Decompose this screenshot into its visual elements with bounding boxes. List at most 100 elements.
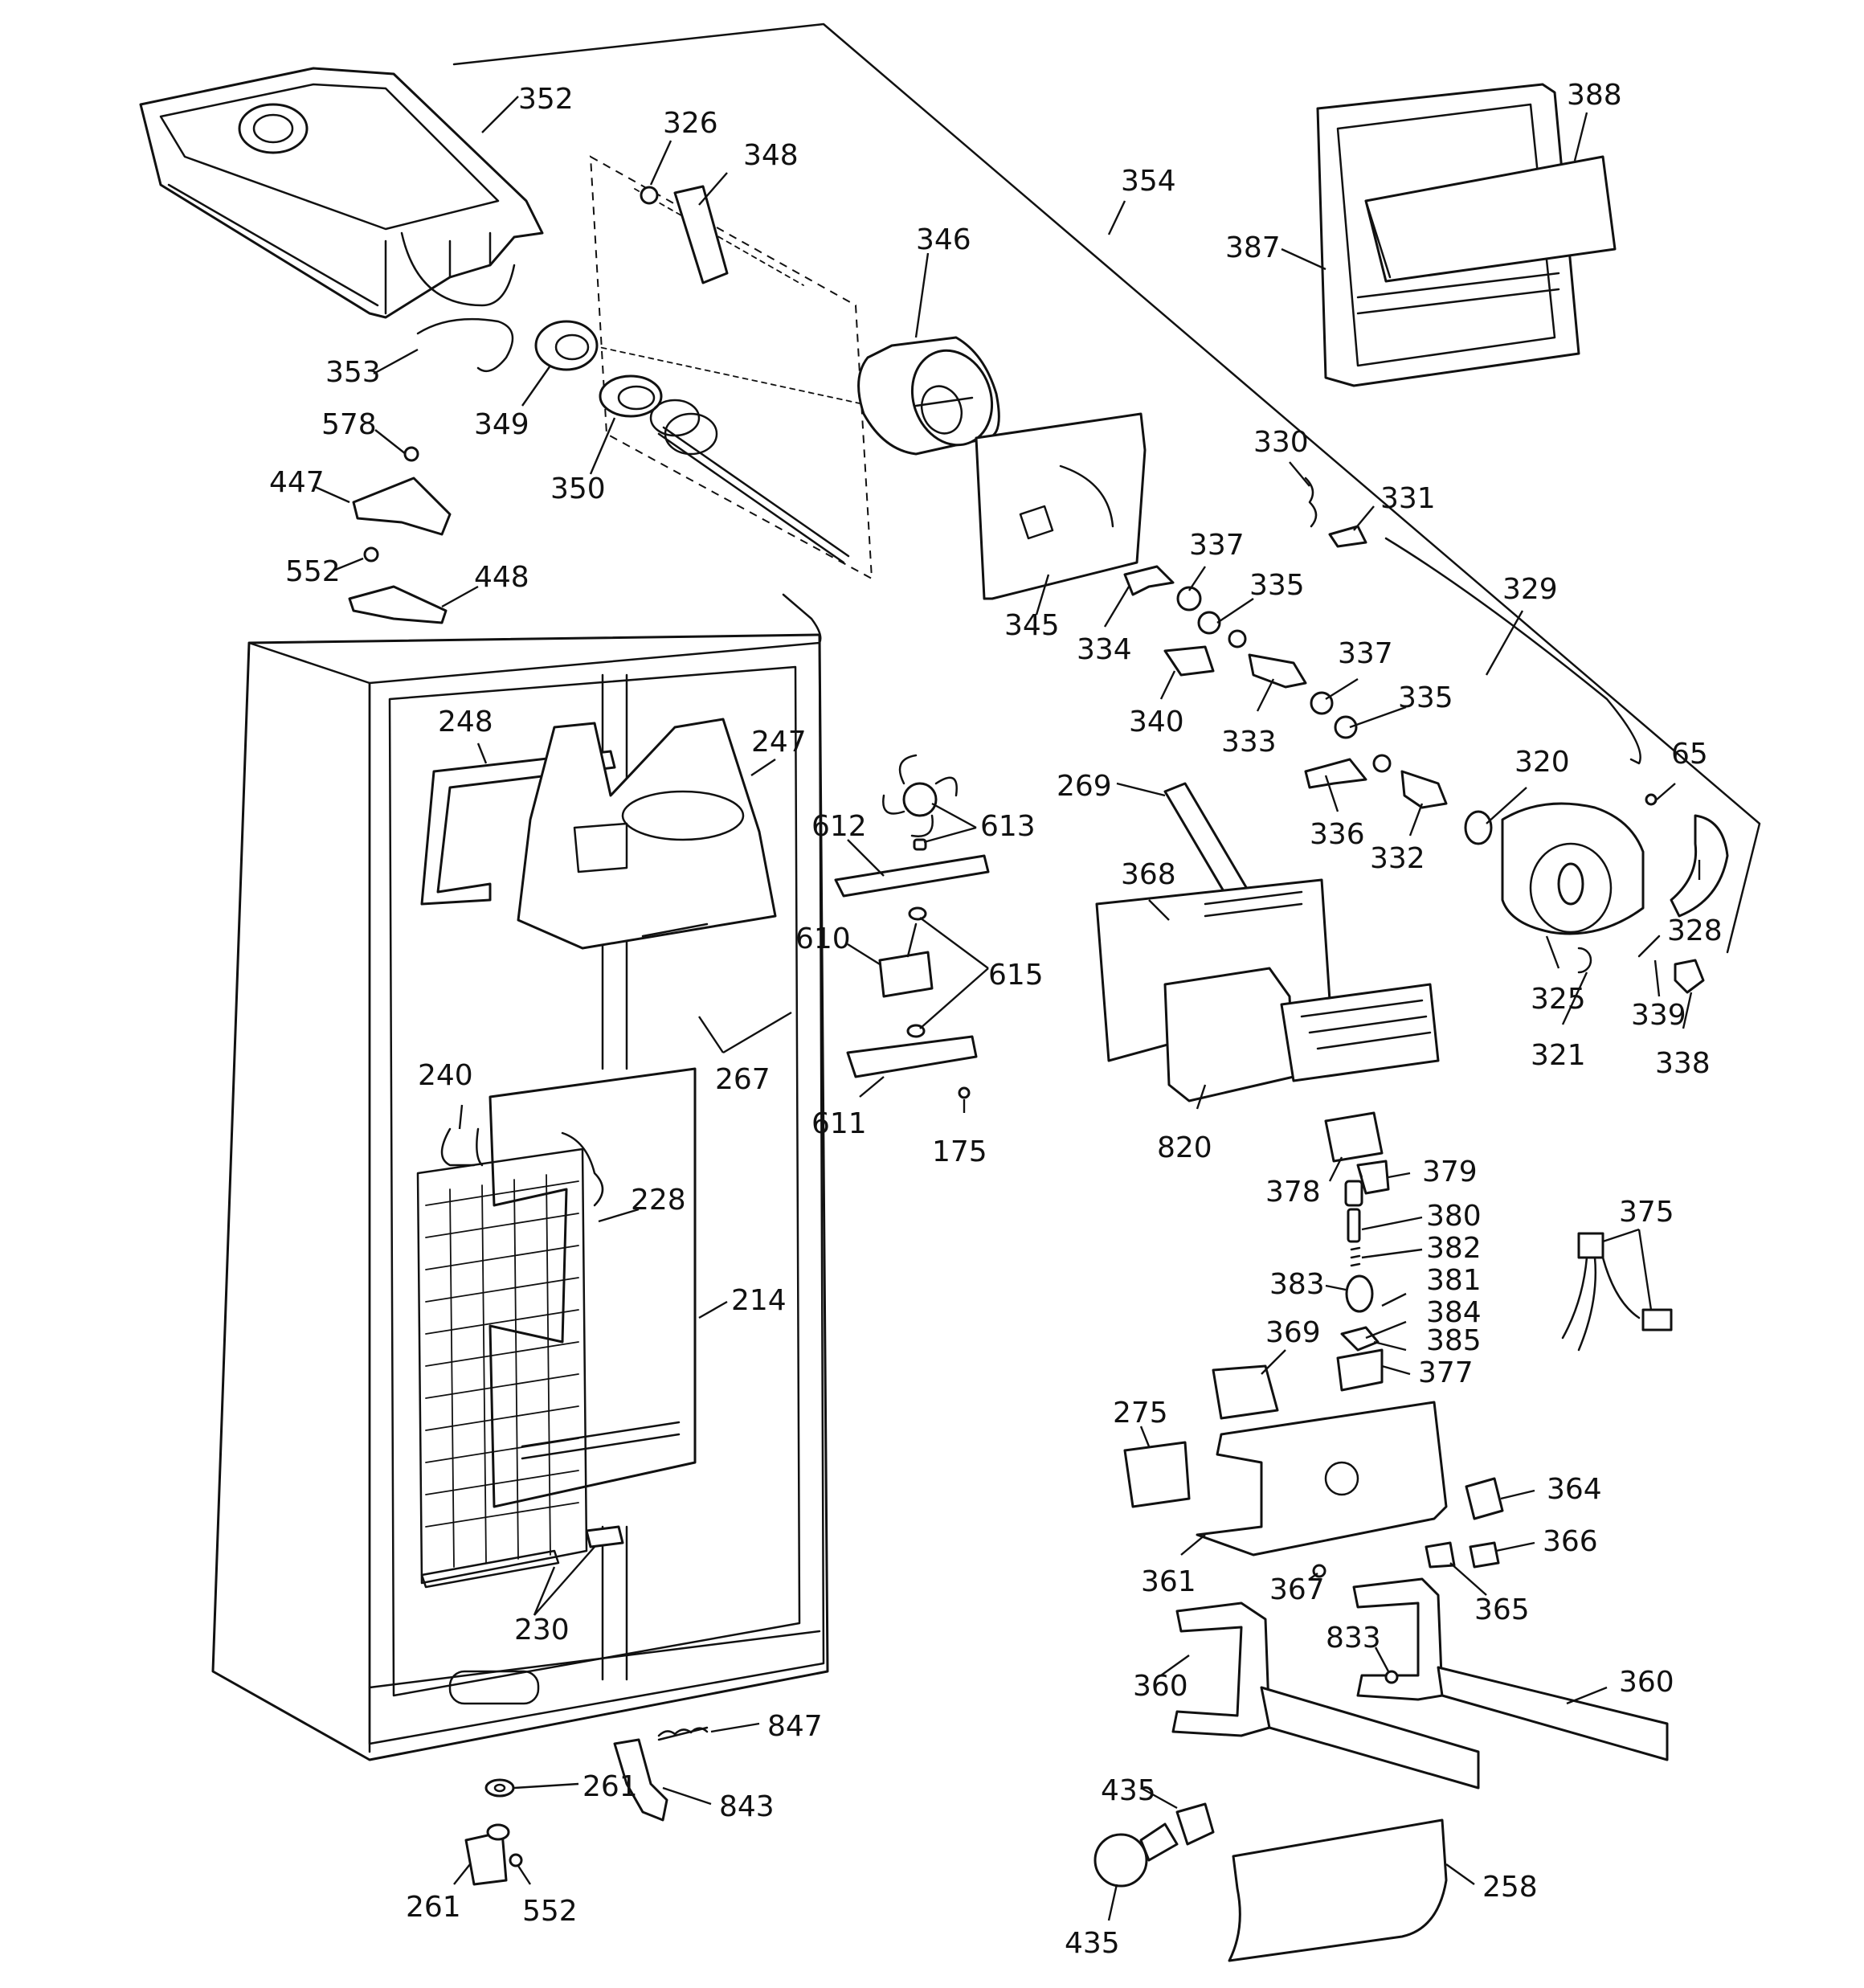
callout-175: 175 [932, 1135, 987, 1168]
callout-335a: 335 [1249, 569, 1305, 602]
callout-331: 331 [1380, 482, 1436, 515]
callout-337a: 337 [1189, 529, 1245, 562]
callout-365: 365 [1474, 1593, 1530, 1626]
callout-346: 346 [916, 223, 971, 256]
callout-435a: 435 [1101, 1774, 1156, 1807]
callout-552b: 552 [522, 1895, 578, 1928]
callout-354: 354 [1121, 165, 1176, 198]
callout-377: 377 [1418, 1356, 1474, 1389]
callout-333: 333 [1221, 726, 1277, 759]
callout-847: 847 [767, 1710, 823, 1743]
callout-326: 326 [663, 107, 718, 140]
callout-843: 843 [719, 1790, 775, 1823]
motor-mounting-plate-part [975, 412, 1147, 600]
callout-613: 613 [980, 810, 1036, 843]
callout-336: 336 [1310, 818, 1365, 851]
light-bulb-parts [1093, 1802, 1448, 1962]
callout-214: 214 [731, 1284, 787, 1317]
callout-329: 329 [1502, 573, 1558, 606]
callout-378: 378 [1265, 1176, 1321, 1209]
evaporator-cover-part [416, 1067, 697, 1585]
leader-lines [313, 96, 1701, 1921]
washer-part [640, 186, 659, 205]
callout-labels: 352 326 348 346 354 388 387 353 349 350 … [269, 79, 1723, 1960]
fan-motor-parts [834, 754, 990, 1099]
callout-334: 334 [1077, 633, 1132, 666]
callout-447: 447 [269, 466, 325, 499]
callout-552a: 552 [285, 555, 341, 588]
callout-610: 610 [795, 922, 851, 955]
fan-housing-part [420, 718, 777, 950]
callout-65: 65 [1671, 738, 1708, 771]
callout-228: 228 [631, 1184, 686, 1217]
callout-385: 385 [1426, 1324, 1482, 1357]
callout-352: 352 [518, 83, 574, 116]
callout-247: 247 [751, 726, 807, 759]
callout-360a: 360 [1133, 1670, 1188, 1703]
callout-379: 379 [1422, 1156, 1478, 1188]
callout-230: 230 [514, 1614, 570, 1646]
callout-330: 330 [1253, 426, 1309, 459]
callout-240: 240 [418, 1059, 473, 1092]
callout-361: 361 [1141, 1565, 1196, 1598]
dispenser-housing-part [1316, 83, 1617, 387]
callout-578: 578 [321, 408, 377, 441]
callout-261a: 261 [582, 1770, 638, 1803]
callout-368: 368 [1121, 858, 1176, 891]
defrost-heater-part [420, 1525, 624, 1589]
callout-340: 340 [1129, 706, 1184, 738]
dispenser-rail-parts [1171, 1577, 1669, 1790]
auger-motor-part [857, 336, 1000, 456]
spring-lever-parts [613, 1726, 709, 1822]
callout-820: 820 [1157, 1131, 1212, 1164]
callout-383: 383 [1269, 1268, 1325, 1301]
thermostat-sensor-part [440, 1127, 484, 1167]
callout-258: 258 [1482, 1871, 1538, 1904]
hinge-parts [464, 1778, 523, 1886]
callout-339: 339 [1631, 999, 1686, 1032]
callout-261b: 261 [406, 1891, 461, 1924]
callout-387: 387 [1225, 231, 1281, 264]
callout-369: 369 [1265, 1316, 1321, 1349]
callout-381: 381 [1426, 1264, 1482, 1297]
callout-353: 353 [325, 356, 381, 389]
callout-348: 348 [743, 139, 799, 172]
callout-367: 367 [1269, 1573, 1325, 1606]
callout-612: 612 [811, 810, 867, 843]
callout-337b: 337 [1338, 637, 1393, 670]
ice-crusher-blade-part [673, 185, 729, 284]
dispenser-chassis-parts [1123, 1364, 1504, 1578]
callout-320: 320 [1514, 746, 1570, 779]
callout-448: 448 [474, 561, 529, 594]
screw-bracket-parts [348, 446, 452, 624]
callout-382: 382 [1426, 1232, 1482, 1265]
callout-275: 275 [1113, 1397, 1168, 1430]
callout-435b: 435 [1065, 1927, 1120, 1960]
callout-345: 345 [1004, 609, 1060, 642]
callout-615: 615 [988, 959, 1044, 992]
callout-332: 332 [1370, 842, 1425, 875]
callout-384: 384 [1426, 1296, 1482, 1329]
callout-248: 248 [438, 706, 493, 738]
callout-388: 388 [1567, 79, 1622, 112]
callout-269: 269 [1057, 770, 1112, 803]
callout-364: 364 [1547, 1473, 1602, 1506]
callout-380: 380 [1426, 1200, 1482, 1233]
dispenser-solenoid-parts [1324, 1111, 1673, 1392]
callout-350: 350 [550, 472, 606, 505]
callout-338: 338 [1655, 1047, 1711, 1080]
callout-335b: 335 [1398, 681, 1453, 714]
callout-360b: 360 [1619, 1666, 1674, 1699]
callout-366: 366 [1543, 1525, 1598, 1558]
callout-325: 325 [1531, 983, 1586, 1016]
callout-321: 321 [1531, 1039, 1586, 1072]
gear-linkage-parts [1123, 477, 1641, 809]
callout-375: 375 [1619, 1196, 1674, 1229]
auger-assembly-part [534, 320, 850, 564]
bucket-bail-part [416, 317, 514, 373]
ice-maker-part [1095, 878, 1440, 1102]
callout-349: 349 [474, 408, 529, 441]
callout-328: 328 [1667, 914, 1723, 947]
ice-maker-motor-parts [1464, 793, 1729, 994]
